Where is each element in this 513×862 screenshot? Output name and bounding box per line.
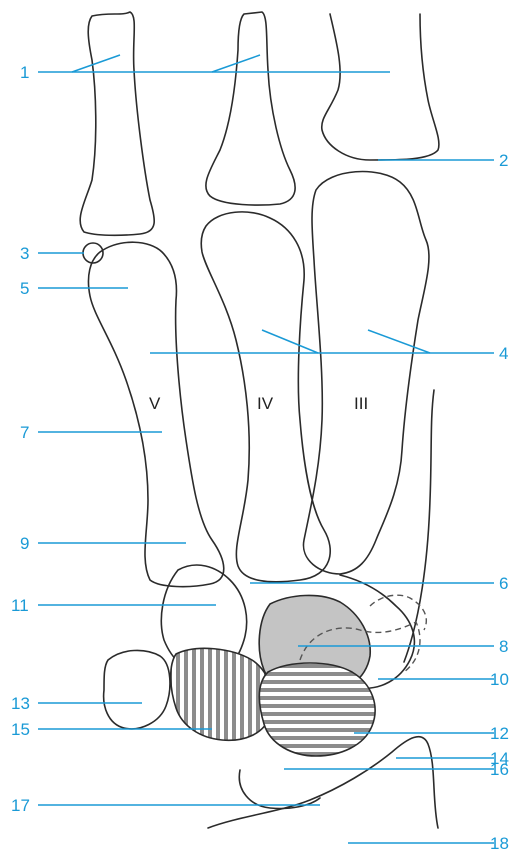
label-1: 1 <box>20 63 29 82</box>
label-16: 16 <box>490 760 509 779</box>
label-2: 2 <box>499 151 508 170</box>
phalanx-fifth <box>80 12 154 235</box>
label-15: 15 <box>11 720 30 739</box>
metacarpal-label-iii: III <box>354 394 368 413</box>
label-12: 12 <box>490 724 509 743</box>
label-11: 11 <box>11 596 29 615</box>
label-18: 18 <box>490 834 509 853</box>
metacarpal-label-iv: IV <box>257 394 274 413</box>
phalanx-third <box>322 14 439 160</box>
triquetrum-striped <box>171 648 273 740</box>
lunate-striped <box>259 663 375 756</box>
metacarpal-fifth <box>88 242 223 586</box>
label-3: 3 <box>20 244 29 263</box>
label-8: 8 <box>499 637 508 656</box>
label-9: 9 <box>20 534 29 553</box>
metacarpal-third <box>303 172 428 574</box>
ulna-head <box>239 770 320 809</box>
label-17: 17 <box>11 796 30 815</box>
label-10: 10 <box>490 670 509 689</box>
pisiform <box>104 650 170 728</box>
metacarpal-label-v: V <box>149 394 161 413</box>
label-5: 5 <box>20 279 29 298</box>
label-6: 6 <box>499 574 508 593</box>
phalanx-fourth <box>206 12 295 205</box>
label-7: 7 <box>20 423 29 442</box>
label-4: 4 <box>499 344 508 363</box>
label-13: 13 <box>11 694 30 713</box>
